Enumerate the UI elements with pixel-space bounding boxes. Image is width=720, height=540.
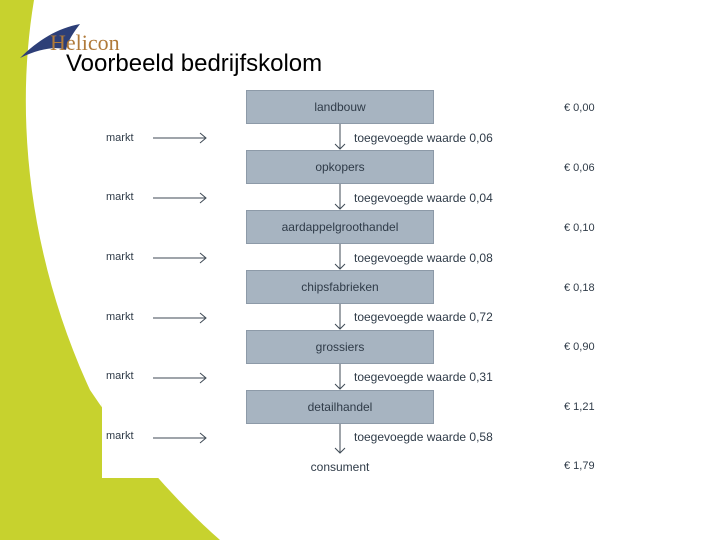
added-value-label: toegevoegde waarde 0,58 (354, 430, 493, 444)
stage-value: € 0,90 (564, 341, 595, 353)
down-arrowhead-icon (334, 383, 346, 390)
added-value-label: toegevoegde waarde 0,08 (354, 251, 493, 265)
stage-consument: consument (310, 460, 370, 474)
down-arrowhead-icon (334, 263, 346, 270)
stage-value: € 1,79 (564, 460, 595, 472)
down-arrowhead-icon (334, 323, 346, 330)
down-arrowhead-icon (334, 203, 346, 210)
stage-box-detailhandel: detailhandel (246, 390, 434, 424)
stage-box-grossiers: grossiers (246, 330, 434, 364)
stage-label: detailhandel (307, 400, 373, 414)
markt-label: markt (106, 430, 134, 442)
right-arrowhead-icon (199, 432, 207, 444)
helicon-logo-icon (20, 24, 80, 58)
stage-value: € 0,00 (564, 102, 595, 114)
right-arrowhead-icon (199, 132, 207, 144)
stage-box-opkopers: opkopers (246, 150, 434, 184)
stage-box-chipsfabrieken: chipsfabrieken (246, 270, 434, 304)
markt-label: markt (106, 251, 134, 263)
markt-label: markt (106, 132, 134, 144)
down-arrowhead-icon (334, 143, 346, 150)
added-value-label: toegevoegde waarde 0,72 (354, 310, 493, 324)
stage-value: € 0,10 (564, 222, 595, 234)
stage-value: € 1,21 (564, 401, 595, 413)
right-arrowhead-icon (199, 192, 207, 204)
stage-label: aardappelgroothandel (281, 220, 399, 234)
green-swoosh-right (100, 400, 215, 540)
stage-box-aardappelgroothandel: aardappelgroothandel (246, 210, 434, 244)
right-arrowhead-icon (199, 312, 207, 324)
stage-label: landbouw (314, 100, 366, 114)
right-arrowhead-icon (199, 252, 207, 264)
added-value-label: toegevoegde waarde 0,06 (354, 131, 493, 145)
markt-label: markt (106, 311, 134, 323)
added-value-label: toegevoegde waarde 0,31 (354, 370, 493, 384)
stage-label: opkopers (315, 160, 365, 174)
added-value-label: toegevoegde waarde 0,04 (354, 191, 493, 205)
green-swoosh (0, 0, 220, 540)
logo-text: Helicon (50, 30, 120, 55)
connector-lines (153, 124, 346, 454)
page-title: Voorbeeld bedrijfskolom (66, 50, 323, 77)
stage-value: € 0,06 (564, 162, 595, 174)
stage-value: € 0,18 (564, 282, 595, 294)
bedrijfskolom-diagram: landbouw opkopers aardappelgroothandel c… (100, 88, 620, 478)
markt-label: markt (106, 191, 134, 203)
right-arrowhead-icon (199, 372, 207, 384)
stage-label: grossiers (315, 340, 365, 354)
markt-label: markt (106, 370, 134, 382)
stage-box-landbouw: landbouw (246, 90, 434, 124)
down-arrowhead-icon (334, 447, 346, 454)
stage-label: chipsfabrieken (301, 280, 379, 294)
